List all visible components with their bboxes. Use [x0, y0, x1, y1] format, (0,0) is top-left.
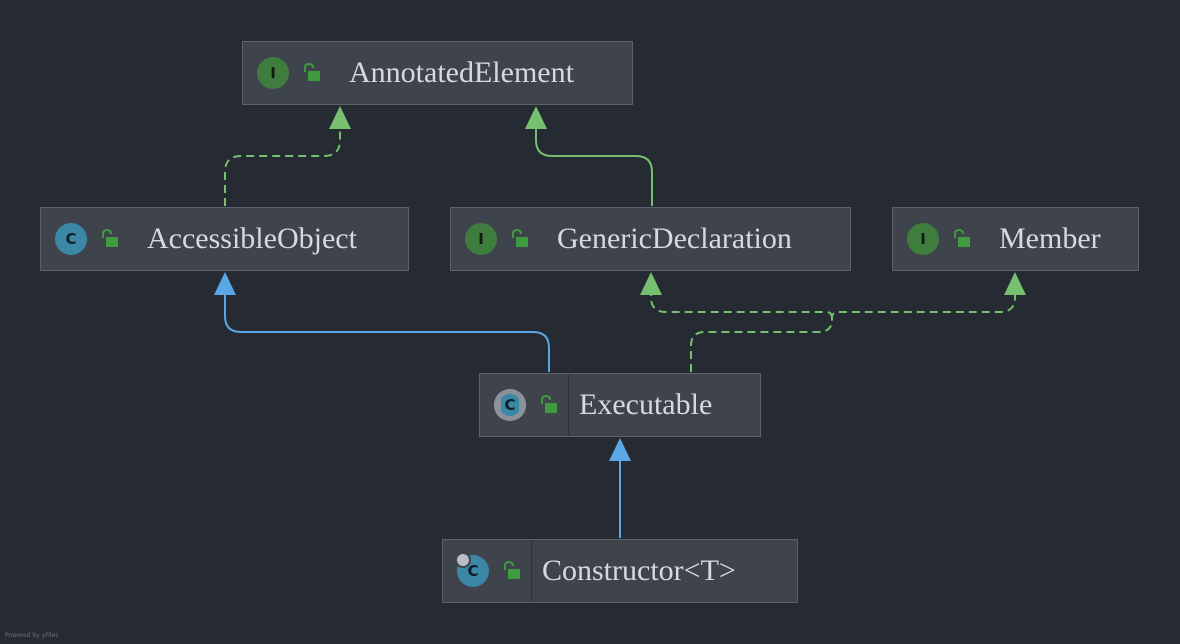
arrowhead-genericdeclaration	[640, 272, 662, 295]
arrowhead-accessibleobject	[214, 272, 236, 295]
abstract-class-icon: C	[494, 389, 526, 421]
final-class-icon: C	[455, 552, 489, 587]
badge-letter: C	[65, 230, 77, 248]
node-icons: C	[41, 208, 119, 270]
public-open-lock-icon	[509, 229, 529, 249]
node-genericdeclaration[interactable]: I GenericDeclaration	[450, 207, 851, 271]
interface-icon: I	[907, 223, 939, 255]
class-name: Constructor<T>	[542, 554, 736, 587]
arrowhead-annotatedelement-right	[525, 106, 547, 129]
node-accessibleobject[interactable]: C AccessibleObject	[40, 207, 409, 271]
public-open-lock-icon	[501, 561, 521, 581]
public-open-lock-icon	[301, 63, 321, 83]
public-open-lock-icon	[538, 395, 558, 415]
node-icons: I	[893, 208, 971, 270]
class-icon: C	[55, 223, 87, 255]
badge-letter: C	[504, 396, 516, 414]
node-annotatedelement[interactable]: I AnnotatedElement	[242, 41, 633, 105]
arrowhead-annotatedelement-left	[329, 106, 351, 129]
public-open-lock-icon	[951, 229, 971, 249]
arrowhead-member	[1004, 272, 1026, 295]
class-name: Member	[999, 222, 1101, 255]
badge-letter: I	[920, 230, 926, 248]
badge-letter: I	[270, 64, 276, 82]
node-member[interactable]: I Member	[892, 207, 1139, 271]
footer-credit: Powered by yFiles	[5, 632, 59, 639]
node-icons: I	[451, 208, 529, 270]
class-name: AccessibleObject	[147, 222, 357, 255]
interface-icon: I	[465, 223, 497, 255]
edge-executable-genericdeclaration	[650, 294, 833, 319]
interface-icon: I	[257, 57, 289, 89]
arrowhead-executable	[609, 438, 631, 461]
node-icons: C	[443, 540, 532, 602]
public-open-lock-icon	[99, 229, 119, 249]
class-name: AnnotatedElement	[349, 56, 574, 89]
edge-accessibleobject-annotatedelement	[224, 128, 341, 206]
badge-letter: C	[467, 562, 479, 580]
node-icons: C	[480, 374, 569, 436]
node-constructor[interactable]: C Constructor<T>	[442, 539, 798, 603]
class-name: GenericDeclaration	[557, 222, 792, 255]
node-executable[interactable]: C Executable	[479, 373, 761, 437]
badge-letter: I	[478, 230, 484, 248]
class-name: Executable	[579, 388, 713, 421]
edge-executable-interfaces	[690, 294, 1016, 372]
node-icons: I	[243, 42, 321, 104]
edge-genericdeclaration-annotatedelement	[535, 128, 653, 206]
edge-executable-accessibleobject	[224, 294, 550, 372]
